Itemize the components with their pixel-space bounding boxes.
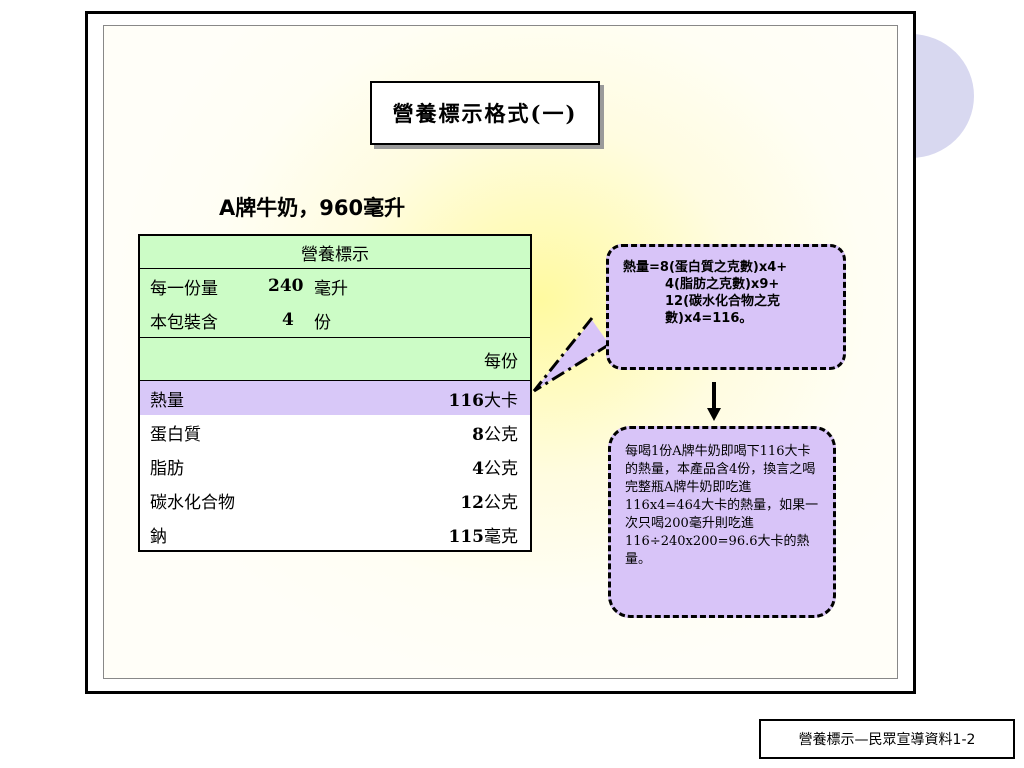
slide-frame: 營養標示格式(一) A牌牛奶，960毫升 營養標示 每一份量 240 毫升 本包… — [85, 11, 916, 694]
callout-pointer-edge-1 — [532, 317, 594, 392]
per-serving-label: 每份 — [484, 351, 518, 372]
serving-size-label: 每一份量 — [150, 278, 218, 299]
callout-pointer — [534, 320, 609, 391]
nutrient-name: 熱量 — [150, 390, 184, 411]
formula-line-4: 數)x4=116。 — [665, 311, 753, 326]
nutrient-name: 碳水化合物 — [150, 492, 235, 513]
nutrient-row-sodium: 鈉 115毫克 — [140, 517, 530, 551]
nutrient-row-fat: 脂肪 4公克 — [140, 449, 530, 483]
slide-title: 營養標示格式(一) — [392, 101, 578, 126]
nutrient-row-carbohydrate: 碳水化合物 12公克 — [140, 483, 530, 517]
nutrient-amount: 4公克 — [472, 458, 518, 479]
formula-line-1: 熱量=8(蛋白質之克數)x4+ — [623, 260, 788, 275]
formula-line-3: 12(碳水化合物之克 — [665, 294, 781, 309]
callout-pointer-edge-2 — [533, 342, 611, 393]
nutrient-amount: 8公克 — [472, 424, 518, 445]
nutrient-amount: 115毫克 — [448, 526, 519, 547]
nutrition-header: 營養標示 — [140, 236, 530, 269]
calorie-formula-callout: 熱量=8(蛋白質之克數)x4+ 4(脂肪之克數)x9+ 12(碳水化合物之克 數… — [606, 244, 846, 370]
product-title: A牌牛奶，960毫升 — [219, 196, 406, 220]
nutrient-row-calories: 熱量 116大卡 — [140, 380, 530, 415]
slide-title-box: 營養標示格式(一) — [370, 81, 600, 145]
nutrient-name: 脂肪 — [150, 458, 184, 479]
nutrition-header-text: 營養標示 — [301, 244, 369, 265]
servings-label: 本包裝含 — [150, 312, 218, 333]
nutrient-amount: 116大卡 — [448, 390, 519, 411]
formula-line-2: 4(脂肪之克數)x9+ — [665, 277, 780, 292]
servings-value: 4 — [282, 310, 294, 330]
footer-label: 營養標示—民眾宣導資料1-2 — [759, 719, 1015, 759]
serving-info: 每一份量 240 毫升 本包裝含 4 份 — [140, 269, 530, 338]
slide-content: 營養標示格式(一) A牌牛奶，960毫升 營養標示 每一份量 240 毫升 本包… — [103, 25, 898, 679]
servings-row: 本包裝含 4 份 — [140, 303, 530, 337]
nutrient-row-protein: 蛋白質 8公克 — [140, 415, 530, 449]
nutrient-amount: 12公克 — [460, 492, 518, 513]
serving-size-row: 每一份量 240 毫升 — [140, 269, 530, 303]
explanation-text: 每喝1份A牌牛奶即喝下116大卡的熱量，本產品含4份，換言之喝完整瓶A牌牛奶即吃… — [625, 444, 819, 567]
nutrient-name: 蛋白質 — [150, 424, 201, 445]
serving-size-value: 240 — [268, 276, 304, 296]
down-arrow-head — [707, 408, 721, 421]
nutrition-label-table: 營養標示 每一份量 240 毫升 本包裝含 4 份 每份 熱量 116大卡 — [138, 234, 532, 552]
serving-size-unit: 毫升 — [314, 278, 348, 299]
servings-unit: 份 — [314, 312, 331, 333]
consumption-explanation-callout: 每喝1份A牌牛奶即喝下116大卡的熱量，本產品含4份，換言之喝完整瓶A牌牛奶即吃… — [608, 426, 836, 618]
nutrient-name: 鈉 — [150, 526, 167, 547]
per-serving-header: 每份 — [140, 338, 530, 380]
footer-text: 營養標示—民眾宣導資料1-2 — [798, 732, 976, 748]
